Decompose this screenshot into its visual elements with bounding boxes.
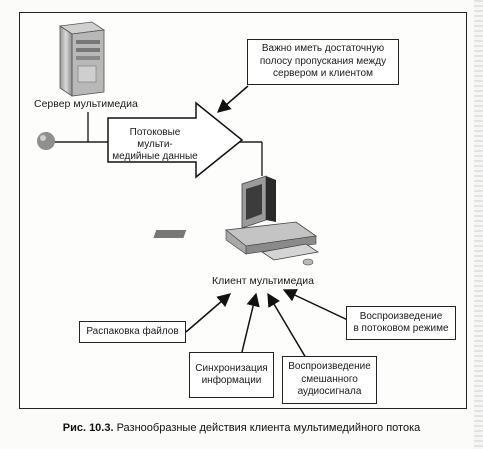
server-tower-icon [58,21,106,97]
figure-caption: Рис. 10.3. Разнообразные действия клиент… [0,422,483,434]
arrow-mixed-audio [267,292,307,359]
action-box-streaming-play: Воспроизведение в потоковом режиме [346,306,456,340]
client-label: Клиент мультимедиа [212,275,314,287]
stream-arrow-label: Потоковые мульти- медийные данные [112,127,198,162]
note-pointer-arrow [216,85,249,113]
bandwidth-note-box: Важно иметь достаточную полосу пропускан… [247,39,399,85]
action-box-decompress: Распаковка файлов [79,321,186,343]
action-box-sync: Синхронизация информации [189,352,274,398]
arrow-streaming-play [282,289,353,323]
caption-number: Рис. 10.3. [62,422,114,434]
stream-arrow-shape [107,101,244,179]
action-box-mixed-audio: Воспроизведение смешанного аудиосигнала [282,356,377,404]
page-edge-shadow [474,0,483,449]
desktop-computer-icon [153,175,320,266]
server-label: Сервер мультимедиа [34,98,138,110]
caption-text: Разнообразные действия клиента мультимед… [113,422,421,434]
arrow-decompress [185,293,232,333]
globe-icon [37,132,55,150]
arrow-sync [241,292,260,353]
